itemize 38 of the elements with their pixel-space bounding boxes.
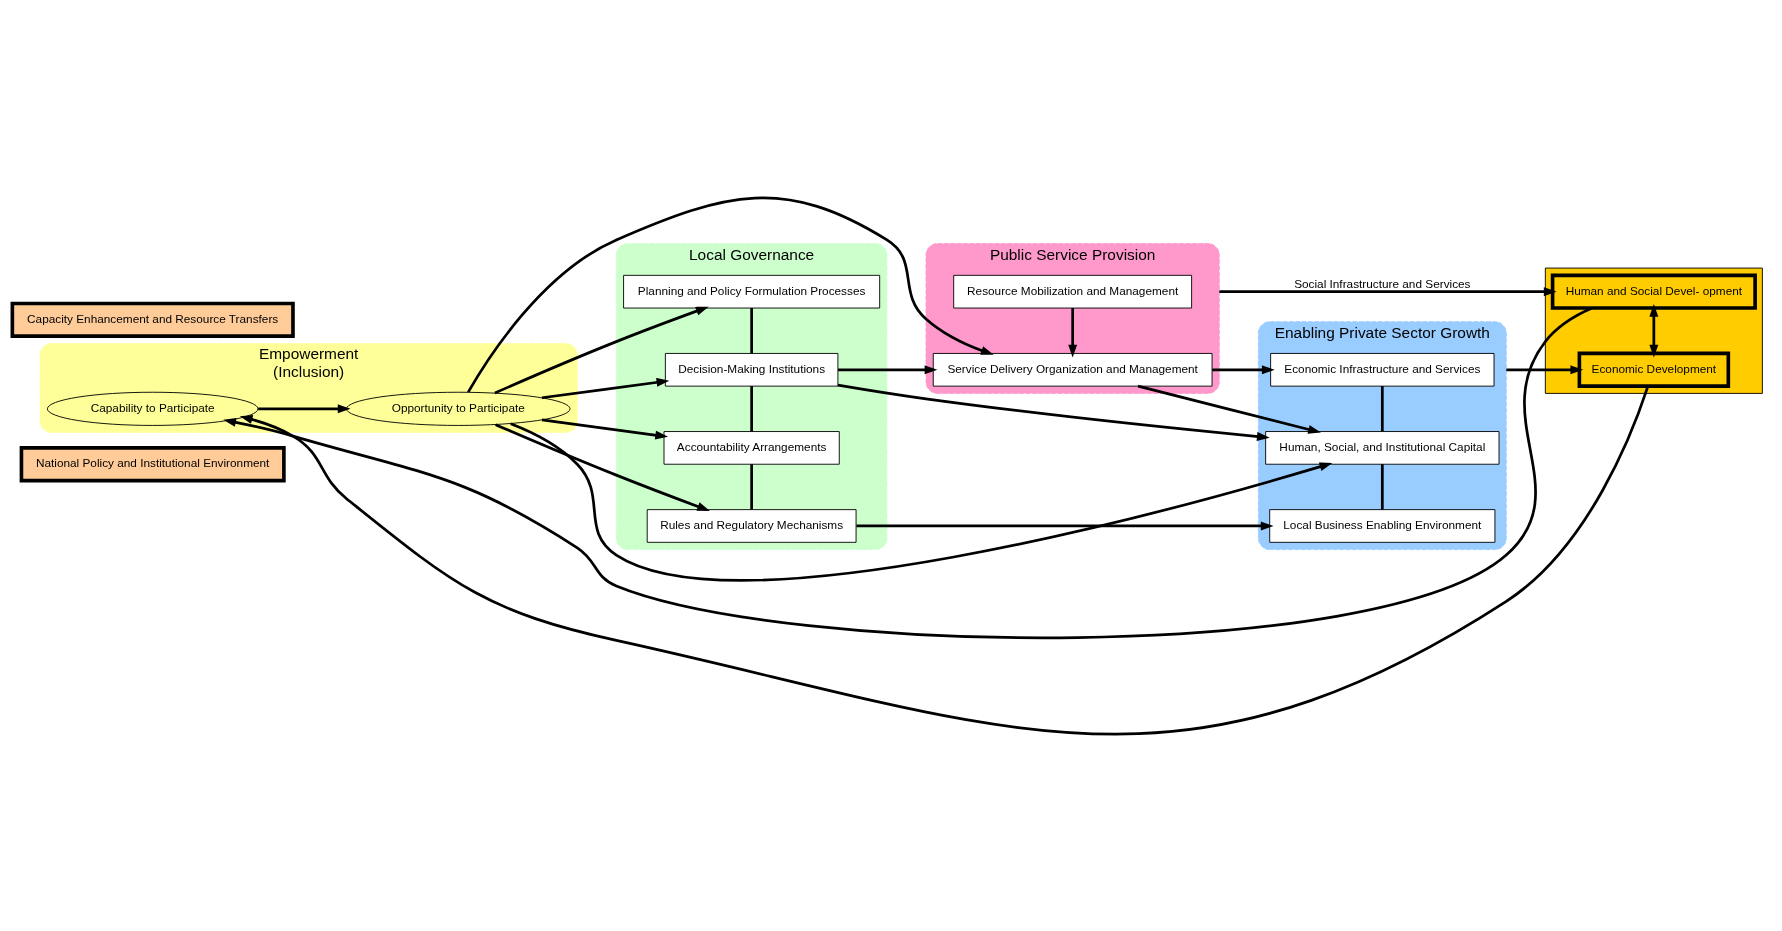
node-box: Rules and Regulatory Mechanisms (646, 508, 857, 543)
node-box: Economic Development (1577, 351, 1731, 388)
connector (750, 385, 753, 431)
arrow (495, 422, 710, 511)
node-box: Capacity Enhancement and Resource Transfers (10, 301, 295, 338)
node-box: Planning and Policy Formulation Processes (623, 274, 881, 308)
arrow (541, 377, 670, 399)
arrow (1068, 307, 1078, 357)
connector (1380, 385, 1384, 431)
arrow (1137, 384, 1321, 434)
arrow (467, 196, 994, 393)
arrow (541, 418, 669, 440)
connector (1380, 463, 1384, 509)
connector (750, 307, 753, 353)
node-box: National Policy and Institutional Environment (19, 445, 286, 482)
node-ellipse: Opportunity to Participate (346, 391, 571, 426)
node-box: Service Delivery Organization and Management (932, 352, 1213, 387)
arrow (223, 306, 1593, 639)
arrow (494, 306, 709, 394)
arrow (258, 403, 351, 413)
node-box: Economic Infrastructure and Services (1270, 352, 1495, 387)
arrow (510, 421, 1333, 581)
arrow (239, 385, 1650, 735)
node-box: Decision-Making Institutions (664, 352, 839, 387)
node-box: Human, Social, and Institutional Capital (1265, 430, 1500, 465)
node-box: Accountability Arrangements (663, 430, 840, 465)
arrow (856, 521, 1274, 530)
arrow (1212, 364, 1275, 374)
edge-label: Social Infrastructure and Services (1294, 276, 1471, 291)
node-box: Local Business Enabling Environment (1269, 508, 1496, 543)
arrow (1649, 303, 1659, 357)
arrow (837, 383, 1270, 441)
arrow (838, 364, 938, 374)
arrow (1219, 286, 1557, 296)
node-box: Resource Mobilization and Management (953, 274, 1193, 308)
connector (750, 463, 753, 509)
node-box: Human and Social Devel- opment (1550, 273, 1757, 310)
arrow (1506, 364, 1584, 374)
